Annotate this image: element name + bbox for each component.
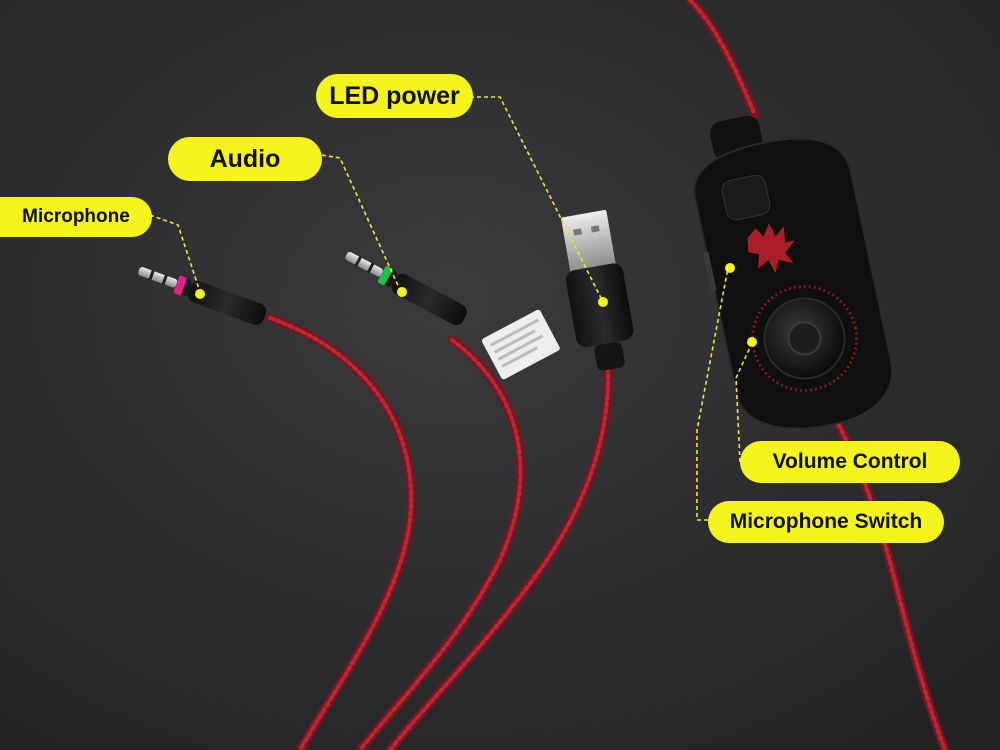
audio-label: Audio [168, 137, 322, 181]
microphone-label: Microphone [0, 197, 152, 237]
led-power-label: LED power [316, 74, 473, 118]
inline-remote [693, 115, 894, 430]
microphone-jack [138, 267, 267, 325]
cable-tag [482, 309, 560, 380]
audio-jack [345, 251, 467, 326]
leader-lines [149, 96, 753, 521]
microphone-switch-label: Microphone Switch [708, 501, 944, 543]
volume-control-label: Volume Control [740, 441, 960, 483]
callout-dots [195, 263, 757, 347]
braided-cables [265, 0, 950, 750]
